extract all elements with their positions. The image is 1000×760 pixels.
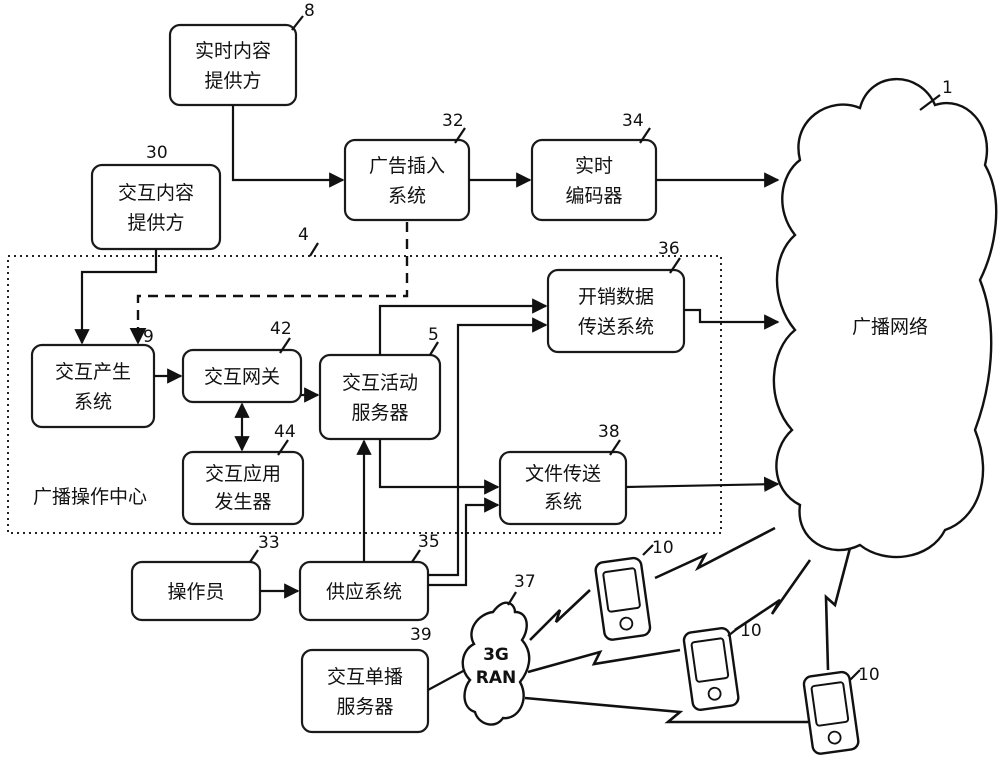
broadcast-network-cloud — [772, 77, 998, 559]
unicast-server-line2: 服务器 — [336, 696, 393, 718]
ran-label-line2: RAN — [476, 668, 516, 688]
ref-32: 32 — [442, 111, 464, 131]
overhead-data-delivery-box — [546, 268, 686, 354]
interaction-gateway-box — [181, 348, 303, 404]
leader-33 — [249, 549, 259, 563]
arrow-overhead-to-network — [684, 308, 780, 330]
leader-42 — [279, 337, 291, 354]
interaction-generation-box — [30, 343, 156, 429]
leader-5 — [429, 341, 439, 356]
realtime-encoder-box — [530, 138, 658, 222]
interactive-content-provider-line2: 提供方 — [127, 212, 184, 234]
leader-4 — [309, 242, 319, 257]
ref-37: 37 — [514, 572, 536, 592]
leader-44 — [277, 439, 289, 456]
activity-server-line2: 服务器 — [351, 402, 408, 424]
unicast-server-line1: 交互单播 — [327, 666, 403, 688]
interaction-gateway-label: 交互网关 — [204, 366, 280, 388]
ref-33: 33 — [258, 533, 280, 553]
mobile-phone-b — [682, 627, 740, 711]
arrow-provisioning-to-file — [428, 497, 500, 587]
realtime-encoder-line2: 编码器 — [565, 185, 622, 207]
dashed-ad-to-generation — [129, 222, 409, 345]
ran-label-line1: 3G — [483, 645, 509, 665]
realtime-encoder-line1: 实时 — [575, 155, 613, 177]
ad-insertion-line2: 系统 — [388, 185, 426, 207]
file-delivery-line1: 文件传送 — [525, 463, 601, 485]
ref-10-a: 10 — [652, 538, 674, 558]
interaction-generation-line1: 交互产生 — [55, 361, 131, 383]
ref-39: 39 — [410, 625, 432, 645]
app-generator-line1: 交互应用 — [205, 463, 281, 485]
ref-42: 42 — [270, 319, 292, 339]
leader-10-a — [642, 544, 654, 556]
arrow-server-to-file — [378, 439, 500, 495]
ref-44: 44 — [274, 422, 296, 442]
file-delivery-box — [498, 450, 628, 526]
ad-insertion-line1: 广告插入 — [369, 155, 445, 177]
wireless-network-phone-a — [654, 526, 776, 580]
leader-38 — [609, 439, 621, 456]
realtime-content-provider-line1: 实时内容 — [195, 40, 271, 62]
arrow-file-to-network — [625, 476, 780, 492]
leader-10-c — [849, 669, 861, 681]
activity-server-line1: 交互活动 — [342, 372, 418, 394]
mobile-phone-a — [594, 556, 652, 641]
ref-5: 5 — [428, 325, 439, 345]
ref-30: 30 — [146, 143, 168, 163]
leader-10-b — [727, 627, 739, 637]
realtime-content-provider-line2: 提供方 — [204, 70, 261, 92]
ad-insertion-system-box — [343, 138, 471, 222]
realtime-content-provider-box — [168, 23, 298, 107]
ref-10-c: 10 — [858, 665, 880, 685]
line-unicast-to-ran — [427, 669, 466, 691]
arrow-realtime-to-ad — [231, 105, 345, 188]
leader-36 — [669, 257, 681, 274]
overhead-data-line1: 开销数据 — [578, 286, 654, 308]
ref-38: 38 — [598, 422, 620, 442]
ref-8: 8 — [304, 1, 315, 21]
interaction-activity-server-box — [318, 353, 442, 441]
wireless-network-phone-c — [824, 547, 852, 671]
interactive-content-provider-box — [90, 163, 222, 251]
ref-4: 4 — [298, 225, 309, 245]
broadcast-network-label: 广播网络 — [852, 316, 928, 338]
leader-34 — [639, 127, 651, 144]
wireless-ran-phone-a — [529, 589, 591, 641]
mobile-phone-c — [802, 670, 860, 755]
arrow-server-to-overhead — [378, 298, 548, 355]
overhead-data-line2: 传送系统 — [578, 316, 654, 338]
operator-label: 操作员 — [167, 581, 224, 603]
ref-9: 9 — [143, 327, 154, 347]
leader-37 — [507, 591, 517, 606]
arrow-provider-to-generation — [74, 249, 158, 345]
interaction-generation-line2: 系统 — [74, 391, 112, 413]
leader-32 — [454, 127, 466, 144]
ref-1: 1 — [942, 78, 953, 98]
arrow-provisioning-to-overhead — [428, 317, 548, 577]
ref-35: 35 — [418, 532, 440, 552]
provisioning-label: 供应系统 — [326, 581, 402, 603]
ran-cloud — [461, 601, 531, 726]
wireless-network-phone-b — [734, 559, 812, 632]
wireless-ran-phone-c — [524, 696, 808, 724]
leader-8 — [291, 15, 304, 31]
ref-34: 34 — [622, 111, 644, 131]
ref-10-b: 10 — [740, 621, 762, 641]
ref-36: 36 — [658, 239, 680, 259]
interactive-content-provider-line1: 交互内容 — [118, 182, 194, 204]
leader-1 — [919, 94, 941, 111]
wireless-ran-phone-b — [527, 648, 681, 674]
broadcast-ops-center-label: 广播操作中心 — [33, 486, 147, 508]
interaction-app-generator-box — [181, 450, 305, 526]
file-delivery-line2: 系统 — [544, 491, 582, 513]
leader-35 — [411, 549, 421, 563]
app-generator-line2: 发生器 — [214, 491, 271, 513]
unicast-server-box — [300, 648, 430, 734]
